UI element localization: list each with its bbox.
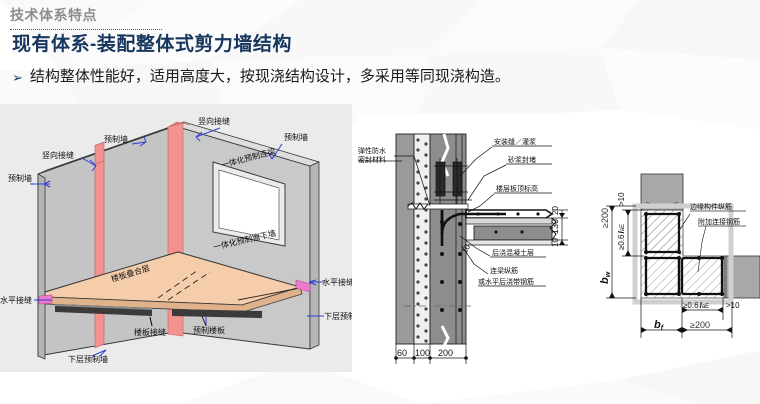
iso-label-8: 水平接缝 xyxy=(0,295,32,305)
section-dim-right-2: 10 xyxy=(551,238,560,247)
rebar-dim-bottom-right: ≥200 xyxy=(690,320,710,330)
iso-label-4: 预制墙 xyxy=(284,132,308,142)
iso-label-3: 竖向接缝 xyxy=(198,116,230,126)
rebar-label-1: 附加连接钢筋 xyxy=(698,217,740,226)
section-dim-bottom-1: 100 xyxy=(415,348,430,358)
figure-band: 预制墙 竖向接缝 预制墙 竖向接缝 预制墙 一体化预制连梁 一体化预制窗下墙 楼… xyxy=(0,104,760,379)
iso-label-1: 竖向接缝 xyxy=(42,150,74,160)
section-dim-bottom-0: 60 xyxy=(397,348,407,358)
section-dim-right-1: 130 xyxy=(550,219,560,234)
bullet-arrow-icon: ➢ xyxy=(12,70,23,85)
section-label-0: 弹性防水 xyxy=(358,146,386,155)
section-kicker: 技术体系特点 xyxy=(10,7,97,23)
section-label-1: 密封材料 xyxy=(358,155,386,164)
section-label-7: 或水平后浇带钢筋 xyxy=(478,277,534,286)
bullet-text: 结构整体性能好，适用高度大，按现浇结构设计，多采用等同现浇构造。 xyxy=(29,68,510,85)
page-title: 现有体系-装配整体式剪力墙结构 xyxy=(12,34,292,55)
section-label-6: 连梁纵筋 xyxy=(490,266,518,275)
figure-isometric-shearwall: 预制墙 竖向接缝 预制墙 竖向接缝 预制墙 一体化预制连梁 一体化预制窗下墙 楼… xyxy=(0,104,352,372)
iso-label-10: 楼板接缝 xyxy=(134,327,166,337)
iso-label-0: 预制墙 xyxy=(8,173,32,183)
iso-label-2: 预制墙 xyxy=(104,134,128,144)
iso-label-11: 预制楼板 xyxy=(193,325,225,335)
rebar-dim-left-gt10: >10 xyxy=(617,192,626,206)
iso-label-12: 下层预制墙 xyxy=(68,354,108,364)
bullet-item: ➢ 结构整体性能好，适用高度大，按现浇结构设计，多采用等同现浇构造。 xyxy=(12,66,752,89)
section-dim-right-0: 20 xyxy=(551,206,560,215)
section-dim-bottom-2: 200 xyxy=(438,348,453,358)
figure-joint-section: 10 20 130 10 xyxy=(356,114,584,372)
kicker-underline xyxy=(10,29,162,30)
section-label-3: 砂浆封堵 xyxy=(508,155,536,164)
rebar-label-0: 边缘构件纵筋 xyxy=(690,202,732,211)
section-label-2: 安装缝／灌浆 xyxy=(494,137,536,146)
figure-edge-member-rebar: ≥200 bw ≥0.6laE >10 xyxy=(586,162,760,352)
rebar-dim-bottom-gt10: >10 xyxy=(726,301,740,310)
section-label-5: 后浇混凝土层 xyxy=(492,248,534,257)
section-label-4: 楼层板顶标高 xyxy=(496,184,538,193)
slide-header: 技术体系特点 现有体系-装配整体式剪力墙结构 ➢ 结构整体性能好，适用高度大，按… xyxy=(8,4,752,85)
iso-label-9: 水平接缝 xyxy=(322,277,352,287)
iso-label-13: 下层预制墙 xyxy=(324,311,352,321)
rebar-dim-left-outer: ≥200 xyxy=(600,208,610,228)
